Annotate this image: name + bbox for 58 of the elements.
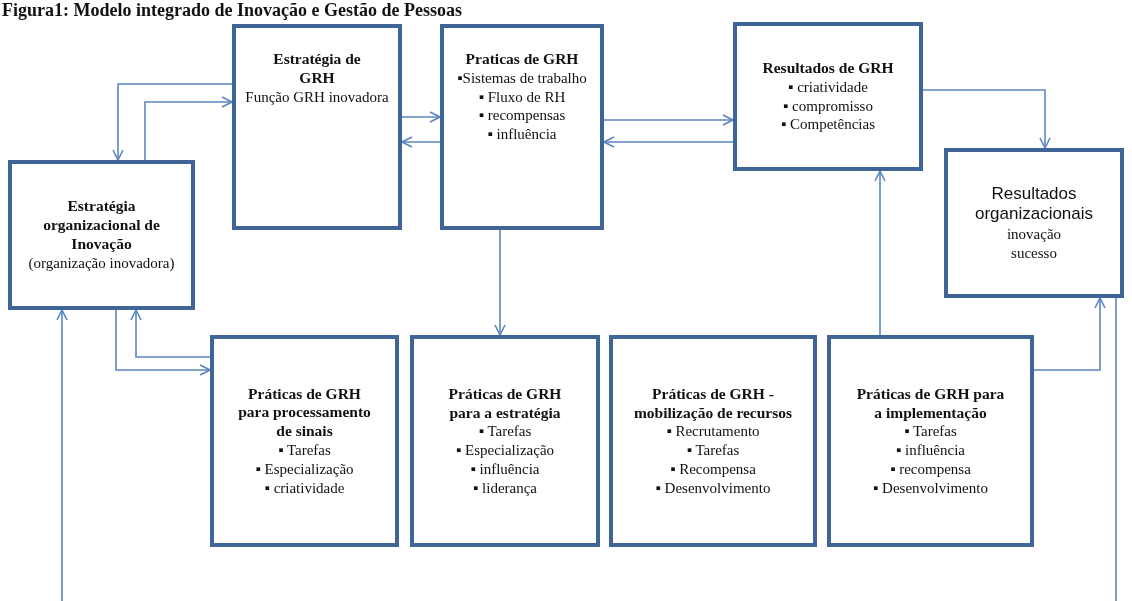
bullet-item: ▪ Recompensa [670,459,756,479]
arrow [144,96,233,161]
bullet-item: ▪ Tarefas [686,441,740,460]
box-heading: Práticas de GRH para processamento de sinais [237,384,372,442]
process-box [410,335,600,547]
arrow [130,309,211,358]
box-heading: Resultados organizacionais [973,183,1095,225]
arrow [922,89,1051,149]
bullet-item: ▪ liderança [473,478,537,498]
arrow [603,114,734,126]
process-box [232,24,402,230]
bullet-item: ▪ Recrutamento [666,422,760,442]
bullet-item: ▪ criatividade [264,478,345,498]
arrow [56,309,68,601]
process-box [827,335,1034,547]
box-heading: Estratégia de GRH [272,50,362,88]
bullet-item: ▪ Desenvolvimento [873,478,988,498]
arrow [874,170,886,336]
process-box [944,148,1124,298]
bullet-item: ▪ influência [487,125,557,144]
process-box [8,160,195,310]
bullet-item: ▪Sistemas de trabalho [457,68,587,88]
bullet-item: ▪ Competências [780,115,875,135]
bullet-item: ▪ Especialização [255,460,354,479]
box-heading: Práticas de GRH para a estratégia [447,384,563,423]
arrow [401,136,441,148]
arrow [1033,297,1106,371]
bullet-item: ▪ Especialização [455,441,555,460]
arrow [603,136,734,148]
bullet-item: ▪ influência [895,441,965,460]
figure-title: Figura1: Modelo integrado de Inovação e Gestão de Pessoas [2,0,462,21]
bullet-item: ▪ Desenvolvimento [655,478,771,498]
box-text: Função GRH inovadora [245,87,389,107]
arrow [115,309,211,376]
process-box [733,22,923,171]
box-text: (organização inovadora) [28,254,175,273]
bullet-item: ▪ Tarefas [278,441,331,460]
process-box [609,335,817,547]
bullet-item: ▪ recompensa [890,459,971,479]
bullet-item: ▪ Fluxo de RH [478,87,566,107]
bullet-item: ▪ recompensas [478,106,566,126]
box-text: inovação [1006,225,1062,244]
bullet-item: ▪ criatividade [788,77,868,97]
process-box [440,24,604,230]
box-heading: Estratégia organizacional de Inovação [42,197,161,254]
process-box [210,335,399,547]
box-text: sucesso [1011,243,1057,263]
box-heading: Resultados de GRH [761,58,895,78]
bullet-item: ▪ compromisso [783,96,873,116]
arrow [401,111,441,123]
box-heading: Praticas de GRH [464,50,580,69]
bullet-item: ▪ influência [470,459,540,479]
box-heading: Práticas de GRH para a implementação [855,384,1006,423]
bullet-item: ▪ Tarefas [904,422,957,442]
arrow [112,83,233,161]
bullet-item: ▪ Tarefas [478,422,532,442]
arrow [494,229,506,336]
box-heading: Práticas de GRH - mobilização de recursos [632,384,794,423]
